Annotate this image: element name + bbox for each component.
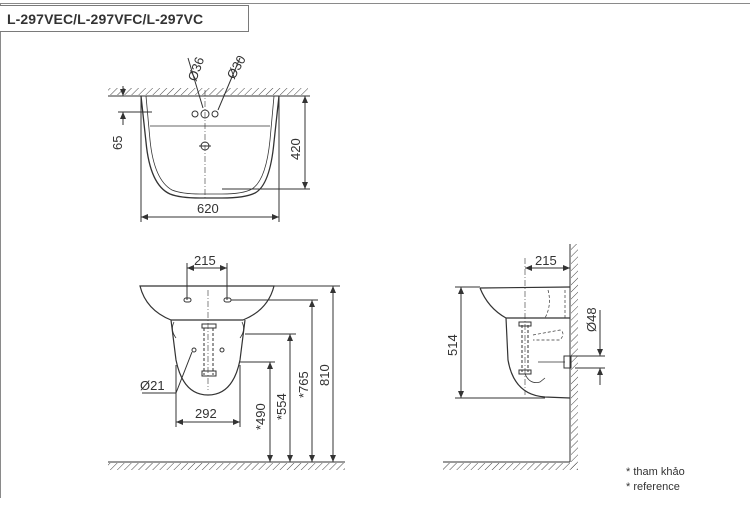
dim-pedestal-width: 292: [195, 406, 217, 421]
title-box: L-297VEC/L-297VFC/L-297VC: [0, 5, 249, 32]
dim-hole-spacing: 215: [194, 253, 216, 268]
dim-depth: 420: [288, 138, 303, 160]
model-title: L-297VEC/L-297VFC/L-297VC: [7, 11, 204, 27]
note-reference-vi: * tham khảo: [626, 466, 685, 478]
dim-wall-offset: 215: [535, 253, 557, 268]
dim-h765: *765: [296, 371, 311, 398]
dim-pipe: Ø48: [584, 307, 599, 332]
frame-top-border: [0, 3, 750, 4]
dim-h490: *490: [253, 403, 268, 430]
note-reference-en: * reference: [626, 481, 680, 493]
side-view: [443, 244, 605, 470]
dim-h554: *554: [274, 393, 289, 420]
dim-side-height: 514: [445, 334, 460, 356]
front-view: [108, 263, 345, 470]
dim-h810: 810: [317, 364, 332, 386]
dim-side-hole: Ø30: [224, 53, 249, 82]
dim-width: 620: [197, 201, 219, 216]
dim-drain: Ø21: [140, 378, 165, 393]
frame-left-border: [0, 3, 1, 498]
dim-depth-offset: 65: [110, 136, 125, 150]
top-view: [108, 57, 310, 222]
